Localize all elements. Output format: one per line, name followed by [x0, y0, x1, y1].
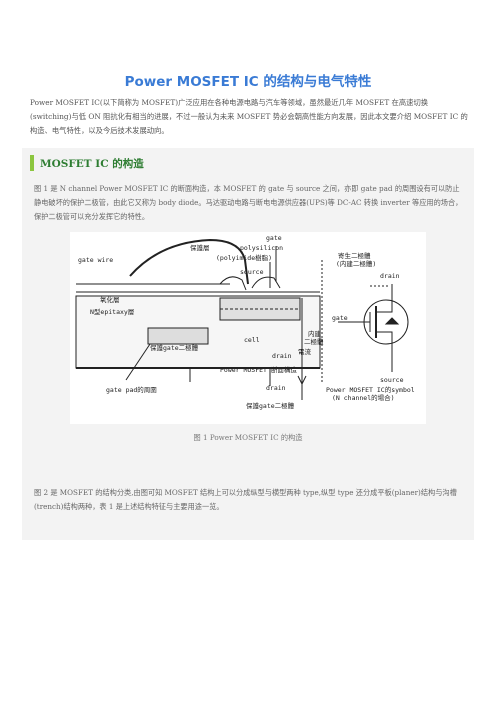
- mosfet-structure-diagram: gate gate wire 保護層 (polyimide樹脂) polysil…: [75, 234, 415, 410]
- intro-paragraph: Power MOSFET IC(以下简称为 MOSFET)广泛应用在各种电源电路…: [30, 98, 468, 135]
- label-structure-caption: Power MOSFET 断面構造: [220, 365, 297, 374]
- label-parasitic: 寄生二極體: [338, 251, 371, 260]
- label-gate: gate: [266, 234, 282, 242]
- label-passivation: 保護層: [190, 243, 210, 252]
- label-polysilicon: polysilicon: [240, 244, 283, 252]
- label-internal-diode-2: 二極體: [304, 337, 324, 346]
- gate-wire: [129, 238, 249, 285]
- label-parasitic-2: (内建二極體): [336, 259, 376, 268]
- figure-1: gate gate wire 保護層 (polyimide樹脂) polysil…: [70, 232, 426, 424]
- label-sym-gate: gate: [332, 314, 348, 322]
- label-drain-bottom: drain: [266, 384, 286, 392]
- label-gate-zener: 保護gate二極體: [150, 343, 199, 352]
- label-sym-drain: drain: [380, 272, 400, 280]
- section-title: MOSFET IC 的构造: [40, 158, 144, 170]
- label-cell: cell: [244, 336, 260, 344]
- label-sym-source: source: [380, 376, 404, 384]
- section-paragraph-2: 图 2 是 MOSFET 的结构分类,由图可知 MOSFET 结构上可以分成纵型…: [34, 488, 457, 511]
- gate-zener-region: [147, 327, 209, 345]
- label-gate-wire: gate wire: [78, 256, 113, 264]
- label-oxide: 氧化層: [100, 295, 120, 304]
- section-paragraph-1: 图 1 是 N channel Power MOSFET IC 的断面构造，本 …: [34, 184, 463, 221]
- label-polyimide: (polyimide樹脂): [216, 253, 272, 262]
- label-drain-current: 電流: [298, 347, 312, 356]
- figure-caption: 图 1 Power MOSFET IC 的构造: [193, 433, 303, 442]
- heading-accent-bar: [30, 155, 34, 171]
- label-epitaxy: N型epitaxy層: [90, 307, 134, 316]
- label-gate-pad: gate pad的周圍: [106, 385, 157, 394]
- content-section: MOSFET IC 的构造 图 1 是 N channel Power MOSF…: [22, 148, 474, 540]
- label-symbol-caption-2: (N channel的場合): [332, 393, 395, 402]
- mosfet-symbol: [338, 284, 409, 372]
- page-title: Power MOSFET IC 的结构与电气特性: [124, 74, 372, 90]
- label-internal-diode: 内建: [308, 329, 322, 338]
- label-symbol-caption: Power MOSFET IC的symbol: [326, 385, 415, 394]
- label-zener-bottom: 保護gate二極體: [246, 401, 295, 410]
- label-source: source: [240, 268, 264, 276]
- label-drain-side: drain: [272, 352, 292, 360]
